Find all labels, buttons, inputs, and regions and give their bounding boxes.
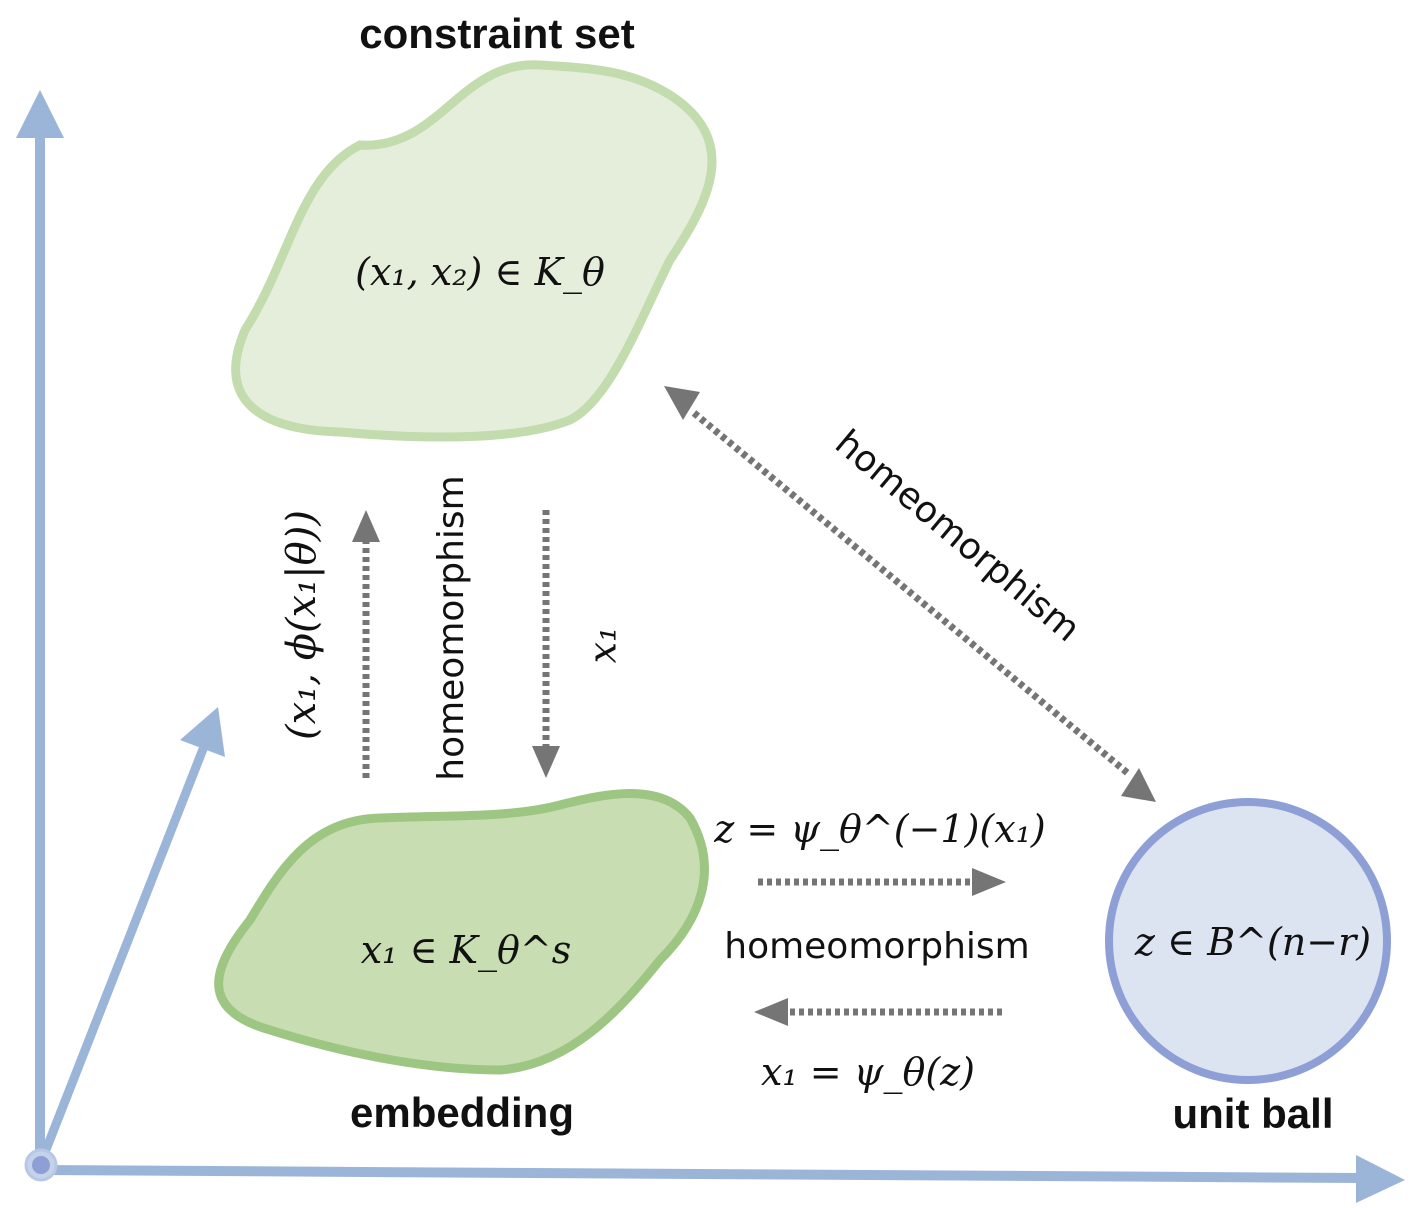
arrows — [352, 386, 1156, 1026]
homeomorphism-horizontal-label: homeomorphism — [724, 926, 1029, 967]
unit-ball-expression: z ∈ B^(n−r) — [1134, 920, 1371, 964]
constraint-set-expression: (x₁, x₂) ∈ K_θ — [355, 250, 605, 295]
inverse-arrowhead — [754, 998, 788, 1026]
coordinate-axes — [16, 90, 1405, 1203]
up-arrowhead — [352, 510, 380, 542]
projection-expression: x₁ — [581, 627, 625, 664]
constraint-set-region — [231, 60, 717, 442]
diag-arrowhead-bottom — [1121, 768, 1156, 802]
diag-homeomorphism-arrow — [691, 410, 1133, 778]
x-axis-line — [39, 1165, 1363, 1183]
embedding-region — [214, 789, 709, 1075]
z-axis-line — [35, 742, 210, 1167]
embedding-expression: x₁ ∈ K_θ^s — [361, 928, 572, 973]
embedding-title: embedding — [350, 1089, 574, 1136]
constraint-set-title: constraint set — [359, 10, 634, 57]
unit-ball-title: unit ball — [1173, 1090, 1334, 1137]
down-arrowhead — [532, 746, 560, 778]
homeomorphism-vertical-label: homeomorphism — [431, 475, 472, 780]
z-axis-arrowhead — [180, 707, 225, 757]
origin-point-core — [32, 1156, 50, 1174]
inverse-map-expression: x₁ = ψ_θ(z) — [761, 1050, 975, 1095]
lift-map-expression: (x₁, ϕ(x₁|θ)) — [279, 510, 325, 740]
forward-arrowhead — [972, 868, 1006, 896]
homeomorphism-diagonal-label: homeomorphism — [827, 422, 1087, 650]
diag-arrowhead-top — [664, 386, 700, 420]
y-axis-arrowhead — [16, 90, 64, 138]
x-axis-arrowhead — [1356, 1155, 1405, 1203]
forward-map-expression: z = ψ_θ^(−1)(x₁) — [713, 807, 1046, 852]
unit-ball-region — [1105, 798, 1391, 1084]
